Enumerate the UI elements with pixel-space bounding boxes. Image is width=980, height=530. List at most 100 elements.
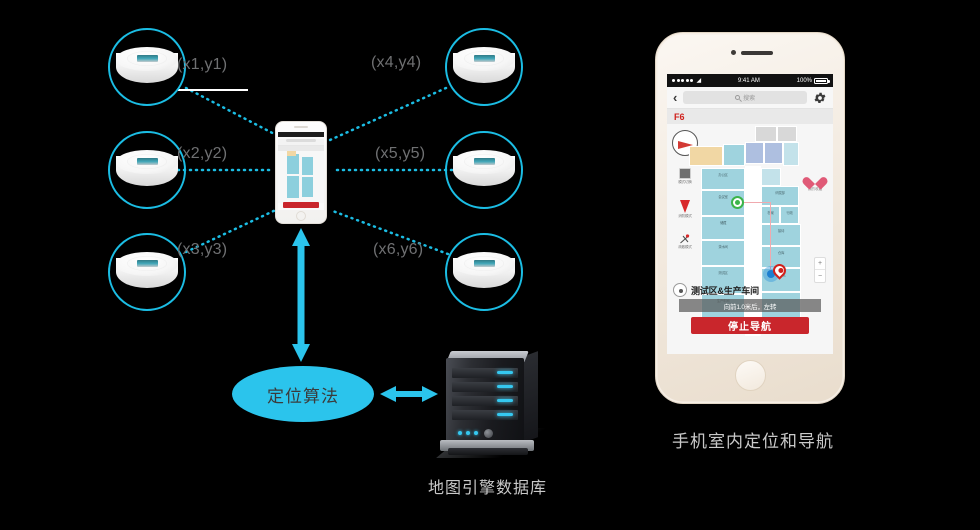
mini-phone-speaker — [294, 126, 308, 128]
destination-label: 测试区&生产车间 — [691, 285, 759, 296]
server-foot — [448, 448, 528, 455]
wifi-icon: ◢ — [696, 78, 702, 84]
front-camera-icon — [731, 50, 736, 55]
room-block[interactable]: 储藏 — [701, 216, 745, 240]
server-bay-3 — [452, 396, 518, 406]
arrow-phone-algorithm — [292, 228, 310, 362]
zoom-in-button[interactable]: + — [815, 258, 825, 270]
room-label: 办公区 — [718, 173, 728, 177]
earpiece-speaker — [741, 51, 773, 55]
room-block[interactable]: 办公区 — [701, 168, 745, 190]
beacon-label-6: (x6,y6) — [373, 241, 424, 258]
destination-icon — [673, 283, 687, 297]
phone-caption: 手机室内定位和导航 — [672, 432, 834, 451]
link-beacon-1 — [184, 86, 284, 140]
beacon-ring — [445, 131, 523, 209]
server-side-panel — [522, 351, 538, 443]
room-label: 行政 — [786, 211, 793, 215]
beacon-device-4[interactable] — [445, 28, 523, 106]
zoom-controls[interactable]: + − — [814, 257, 826, 283]
server-bay-1 — [452, 368, 518, 378]
mini-home-button — [296, 211, 306, 221]
beacon-device-1[interactable] — [108, 28, 186, 106]
beacon-puck — [116, 150, 178, 190]
room-block[interactable]: 测试区 — [701, 266, 745, 294]
room-block[interactable]: 研发部 — [761, 186, 799, 206]
route-segment — [770, 202, 771, 276]
server-caption: 地图引擎数据库 — [428, 480, 548, 497]
beacon-logo-icon — [137, 260, 158, 267]
gear-icon[interactable] — [813, 91, 827, 105]
server-status-leds — [458, 431, 478, 435]
beacon-logo-icon — [474, 260, 495, 267]
map-engine-server[interactable] — [432, 348, 568, 458]
map-area[interactable]: 办公区 会议室 储藏 茶水间 测试区 生产车间 研发部 档案 行政 接待 仓库 … — [667, 124, 833, 339]
mini-phone-screen — [278, 132, 324, 210]
center-phone-mockup[interactable] — [275, 121, 327, 224]
room-block[interactable] — [723, 144, 745, 166]
room-block[interactable]: 茶水间 — [701, 240, 745, 266]
room-label: 仓库 — [777, 251, 785, 255]
zoom-out-button[interactable]: − — [817, 272, 823, 280]
server-base — [440, 440, 534, 451]
beacon-ring — [108, 28, 186, 106]
server-power-button[interactable] — [484, 429, 493, 438]
phone-screen: ◢ 9:41 AM 100% ‹ 搜索 — [667, 74, 833, 354]
destination-bar: 测试区&生产车间 — [673, 283, 827, 297]
mini-floor-bar — [278, 146, 324, 151]
beacon-puck — [453, 150, 515, 190]
beacon-device-5[interactable] — [445, 131, 523, 209]
heart-icon — [807, 172, 823, 186]
beacon-ring — [445, 233, 523, 311]
tool-label: 疏散模式 — [678, 245, 692, 249]
room-block[interactable] — [689, 146, 723, 166]
tool-evacuate-mode[interactable]: 疏散模式 — [675, 232, 695, 250]
stop-navigation-button[interactable]: 停止导航 — [691, 317, 809, 334]
mini-nav-bar — [278, 139, 324, 146]
search-input[interactable]: 搜索 — [683, 91, 807, 104]
compass-icon[interactable] — [672, 130, 698, 156]
beacon-puck — [116, 252, 178, 292]
corridor — [745, 166, 761, 336]
route-start-marker[interactable] — [731, 196, 744, 209]
home-button[interactable] — [735, 360, 766, 391]
room-block[interactable]: 接待 — [761, 224, 801, 246]
room-block[interactable] — [761, 168, 781, 186]
navigation-instruction-bar: 向前1.0米后，左转 — [679, 299, 821, 312]
beacon-ring — [108, 131, 186, 209]
tool-fire-mode[interactable]: 消防模式 — [675, 200, 695, 219]
beacon-ring — [108, 233, 186, 311]
beacon-device-3[interactable] — [108, 233, 186, 311]
room-block[interactable] — [755, 126, 777, 142]
beacon-label-1: (x1,y1) — [177, 56, 228, 73]
room-block[interactable] — [745, 142, 764, 164]
room-block[interactable]: 行政 — [780, 206, 799, 224]
beacon-device-6[interactable] — [445, 233, 523, 311]
signal-dots-icon: ◢ — [672, 77, 701, 84]
tool-label: 消防模式 — [678, 214, 692, 218]
mini-status-bar — [278, 132, 324, 137]
back-button[interactable]: ‹ — [673, 90, 678, 105]
room-block[interactable] — [777, 126, 797, 142]
tool-label: 模式切换 — [678, 180, 692, 184]
beacon-label-3: (x3,y3) — [177, 241, 228, 258]
favorite-button[interactable]: 我的收藏 — [803, 172, 827, 192]
search-icon — [735, 95, 741, 100]
room-block[interactable] — [764, 142, 783, 164]
tool-mode-switch[interactable]: 模式切换 — [675, 168, 695, 185]
compass-needle — [678, 141, 693, 149]
floor-indicator[interactable]: F6 — [667, 109, 833, 124]
room-label: 茶水间 — [718, 245, 728, 249]
screen-icon — [679, 168, 691, 179]
phone-mockup[interactable]: ◢ 9:41 AM 100% ‹ 搜索 — [655, 32, 845, 404]
beacon-device-2[interactable] — [108, 131, 186, 209]
search-placeholder: 搜索 — [743, 96, 756, 102]
evacuate-icon — [678, 232, 692, 244]
link-beacon-4 — [328, 86, 448, 142]
blood-drop-icon — [680, 200, 690, 213]
battery-percent: 100% — [796, 77, 812, 84]
route-segment — [737, 202, 771, 203]
room-block[interactable] — [783, 142, 799, 166]
localization-algorithm-node[interactable]: 定位算法 — [232, 366, 374, 422]
